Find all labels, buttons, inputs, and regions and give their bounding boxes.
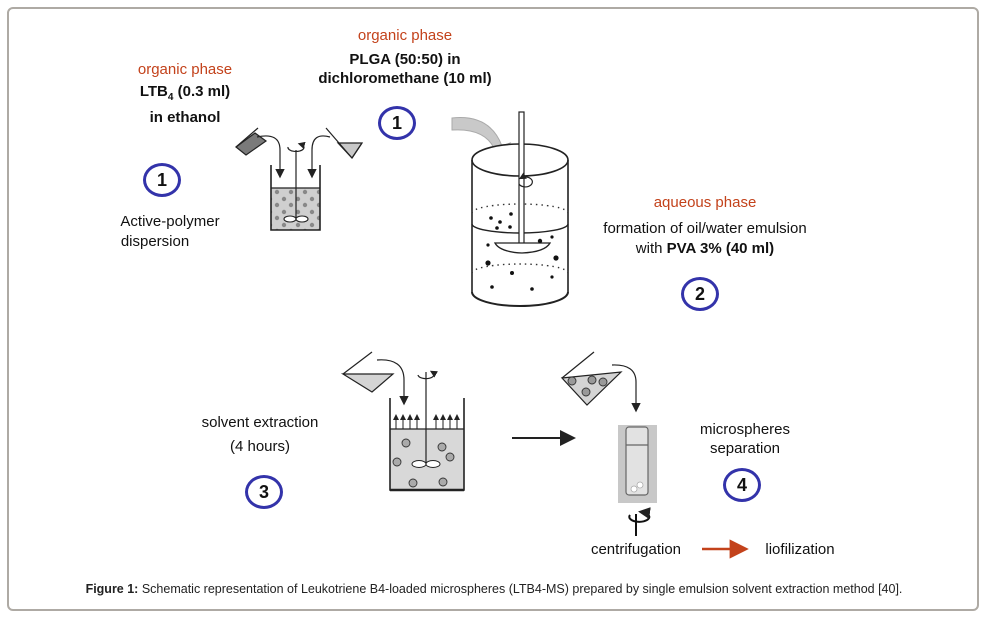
microspheres-label: microspheres xyxy=(699,421,791,438)
caption-text: Schematic representation of Leukotriene … xyxy=(138,582,903,596)
plga-flask-icon xyxy=(307,127,364,179)
plga-label: PLGA (50:50) in xyxy=(349,51,461,68)
emulsion-label: formation of oil/water emulsion xyxy=(603,220,807,237)
centrifugation-label: centrifugation xyxy=(590,541,682,558)
centrifugation-rotate-icon xyxy=(628,507,651,536)
dispersion-label: dispersion xyxy=(120,233,190,250)
ltb4-name: LTB xyxy=(139,83,168,100)
step-badge-3: 3 xyxy=(245,475,283,509)
active-polymer-label: Active-polymer xyxy=(120,213,220,230)
step-badge-4: 4 xyxy=(723,468,761,502)
ltb4-amount: LTB4 (0.3 ml) xyxy=(115,83,255,104)
caption-label: Figure 1: xyxy=(85,582,139,596)
ltb4-volume: (0.3 ml) xyxy=(173,83,231,100)
liofilization-label: liofilization xyxy=(765,541,835,558)
solvent-flask-icon xyxy=(340,351,409,406)
emulsion-cylinder xyxy=(471,111,569,307)
pva-prefix: with xyxy=(635,240,667,257)
centrifuge-tube-icon xyxy=(618,425,657,503)
dichloromethane-label: dichloromethane (10 ml) xyxy=(318,70,492,87)
solvent-extraction-label: solvent extraction xyxy=(201,414,319,431)
pva-amount: PVA 3% (40 ml) xyxy=(666,240,775,257)
microsphere-flask-icon xyxy=(560,351,641,413)
ltb4-solvent: in ethanol xyxy=(149,109,221,126)
step-badge-2: 2 xyxy=(681,277,719,311)
dispersion-beaker xyxy=(270,141,321,231)
separation-label: separation xyxy=(709,440,781,457)
aqueous-phase-label: aqueous phase xyxy=(653,194,757,211)
extraction-time-label: (4 hours) xyxy=(229,438,291,455)
step1-center-phase-label: organic phase xyxy=(357,27,453,44)
figure-caption: Figure 1: Schematic representation of Le… xyxy=(0,582,988,596)
pva-label: with PVA 3% (40 ml) xyxy=(590,240,820,258)
step1-left-phase-label: organic phase xyxy=(137,61,233,78)
step-badge-1-left: 1 xyxy=(143,163,181,197)
extraction-beaker xyxy=(389,370,465,492)
ltb4-subscript: 4 xyxy=(167,92,174,103)
step-badge-1-center: 1 xyxy=(378,106,416,140)
ltb4-flask-icon xyxy=(235,127,285,179)
figure-frame xyxy=(7,7,979,611)
